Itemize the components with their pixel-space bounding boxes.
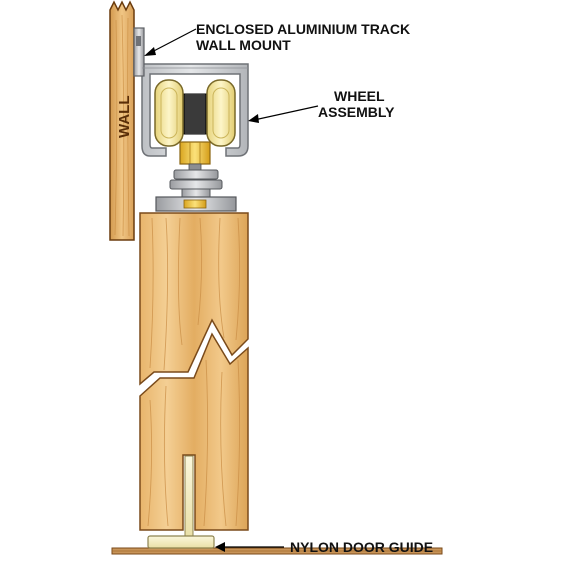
- wall-panel: WALL: [109, 0, 135, 241]
- guide-label: NYLON DOOR GUIDE: [290, 539, 433, 555]
- nylon-door-guide: [147, 455, 215, 549]
- track-label-line2: WALL MOUNT: [196, 37, 291, 53]
- wheel-label-line1: WHEEL: [334, 88, 385, 104]
- bolt-assembly: [155, 169, 237, 212]
- wheel-label-line2: ASSEMBLY: [318, 104, 395, 120]
- aluminium-track: [133, 27, 249, 157]
- leader-lines: [144, 28, 319, 552]
- wall-label: WALL: [116, 96, 133, 139]
- door-panel: [139, 212, 249, 531]
- floor: [111, 547, 443, 555]
- track-label-line1: ENCLOSED ALUMINIUM TRACK: [196, 21, 410, 37]
- wheel-assembly: [154, 79, 236, 173]
